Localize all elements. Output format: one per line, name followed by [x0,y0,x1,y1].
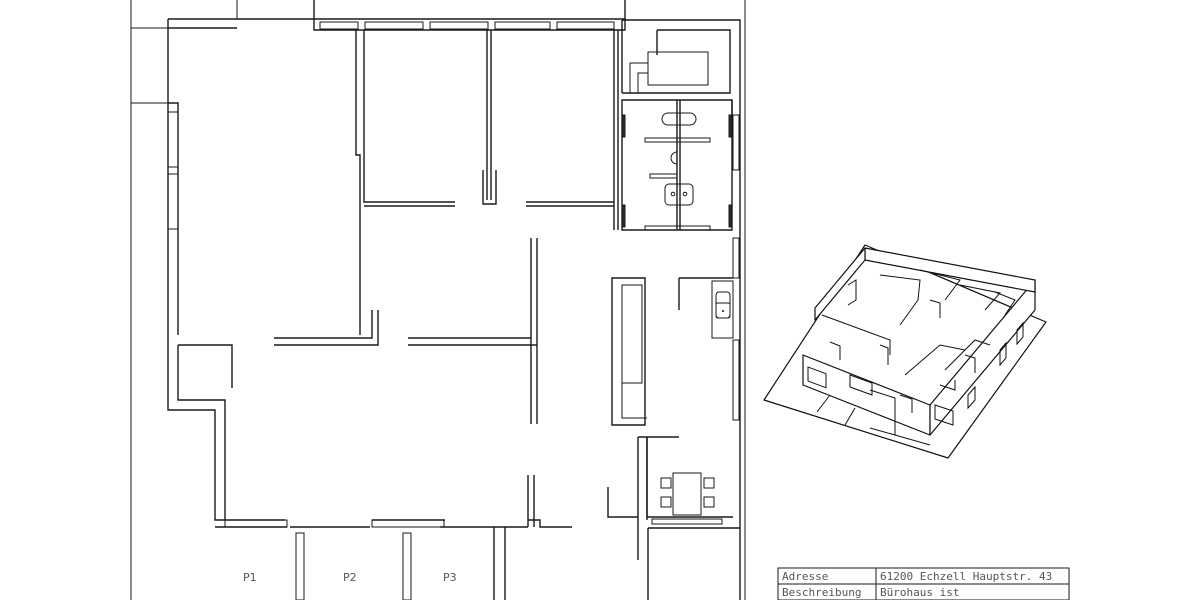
isometric-3d-view [763,244,1047,459]
floor-plan [167,0,741,600]
parking-label-p3: P3 [443,571,457,584]
title-block-value-adresse: 61200 Echzell Hauptstr. 43 [880,570,1052,583]
title-block-label-beschreibung: Beschreibung [782,586,861,599]
parking-label-p1: P1 [243,571,257,584]
top-windows [319,21,615,30]
sheet-frame [130,0,746,600]
parking-label-p2: P2 [343,571,357,584]
parking-area [295,527,506,600]
title-block-label-adresse: Adresse [782,570,828,583]
title-block [777,567,1070,600]
title-block-value-beschreibung: Bürohaus ist [880,586,959,599]
